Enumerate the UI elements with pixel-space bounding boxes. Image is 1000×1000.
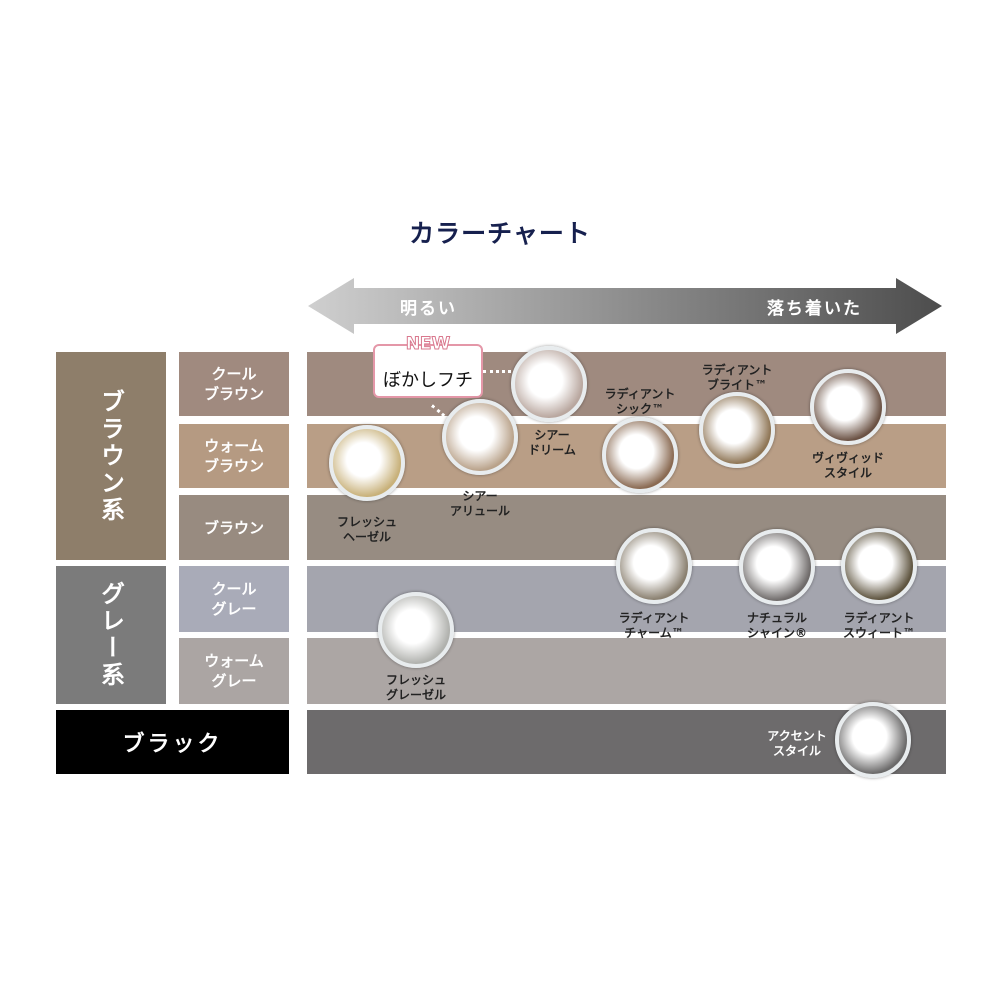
badge-text: ぼかしフチ [383,370,473,391]
lens-sheer-dream[interactable] [511,346,587,422]
group-brown: ブラウン系 [56,352,166,560]
arrow-left-label: 明るい [400,299,457,319]
lens-vivid-style[interactable] [810,369,886,445]
lens-radiant-charm[interactable] [616,528,692,604]
new-tag: NEW [405,334,451,355]
lens-label: ナチュラル シャイン® [746,611,808,640]
brightness-arrow [308,278,942,334]
lens-natural-shine[interactable] [739,529,815,605]
lens-radiant-chic[interactable] [602,417,678,493]
group-gray: グレー系 [56,566,166,704]
row-label-brown: ブラウン [179,495,289,560]
badge-connector [483,370,511,373]
lens-label: ラディアント ブライト™ [701,363,773,392]
lens-label: フレッシュ グレーゼル [385,673,447,702]
lens-label: シアー ドリーム [528,428,576,457]
row-label-cool-brown: クール ブラウン [179,352,289,416]
row-label-cool-gray: クール グレー [179,566,289,632]
lens-label: シアー アリュール [449,489,511,518]
lens-label: ラディアント チャーム™ [618,611,690,640]
lens-label: ヴィヴィッド スタイル [811,451,885,480]
lens-accent-style[interactable] [835,702,911,778]
lens-label: ラディアント スウィート™ [842,611,916,640]
group-black: ブラック [56,710,289,774]
lens-fresh-grayzel[interactable] [378,592,454,668]
chart-title: カラーチャート [409,219,591,248]
lens-fresh-hazel[interactable] [329,425,405,501]
row-label-warm-gray: ウォーム グレー [179,638,289,704]
lens-label: ラディアント シック™ [604,387,676,416]
arrow-right-label: 落ち着いた [767,299,862,319]
row-label-warm-brown: ウォーム ブラウン [179,424,289,488]
lens-radiant-bright[interactable] [699,392,775,468]
new-badge-box [373,344,483,398]
lens-label: アクセント スタイル [767,729,827,758]
lens-sheer-allure[interactable] [442,399,518,475]
lens-label: フレッシュ ヘーゼル [336,515,398,544]
lens-radiant-sweet[interactable] [841,528,917,604]
